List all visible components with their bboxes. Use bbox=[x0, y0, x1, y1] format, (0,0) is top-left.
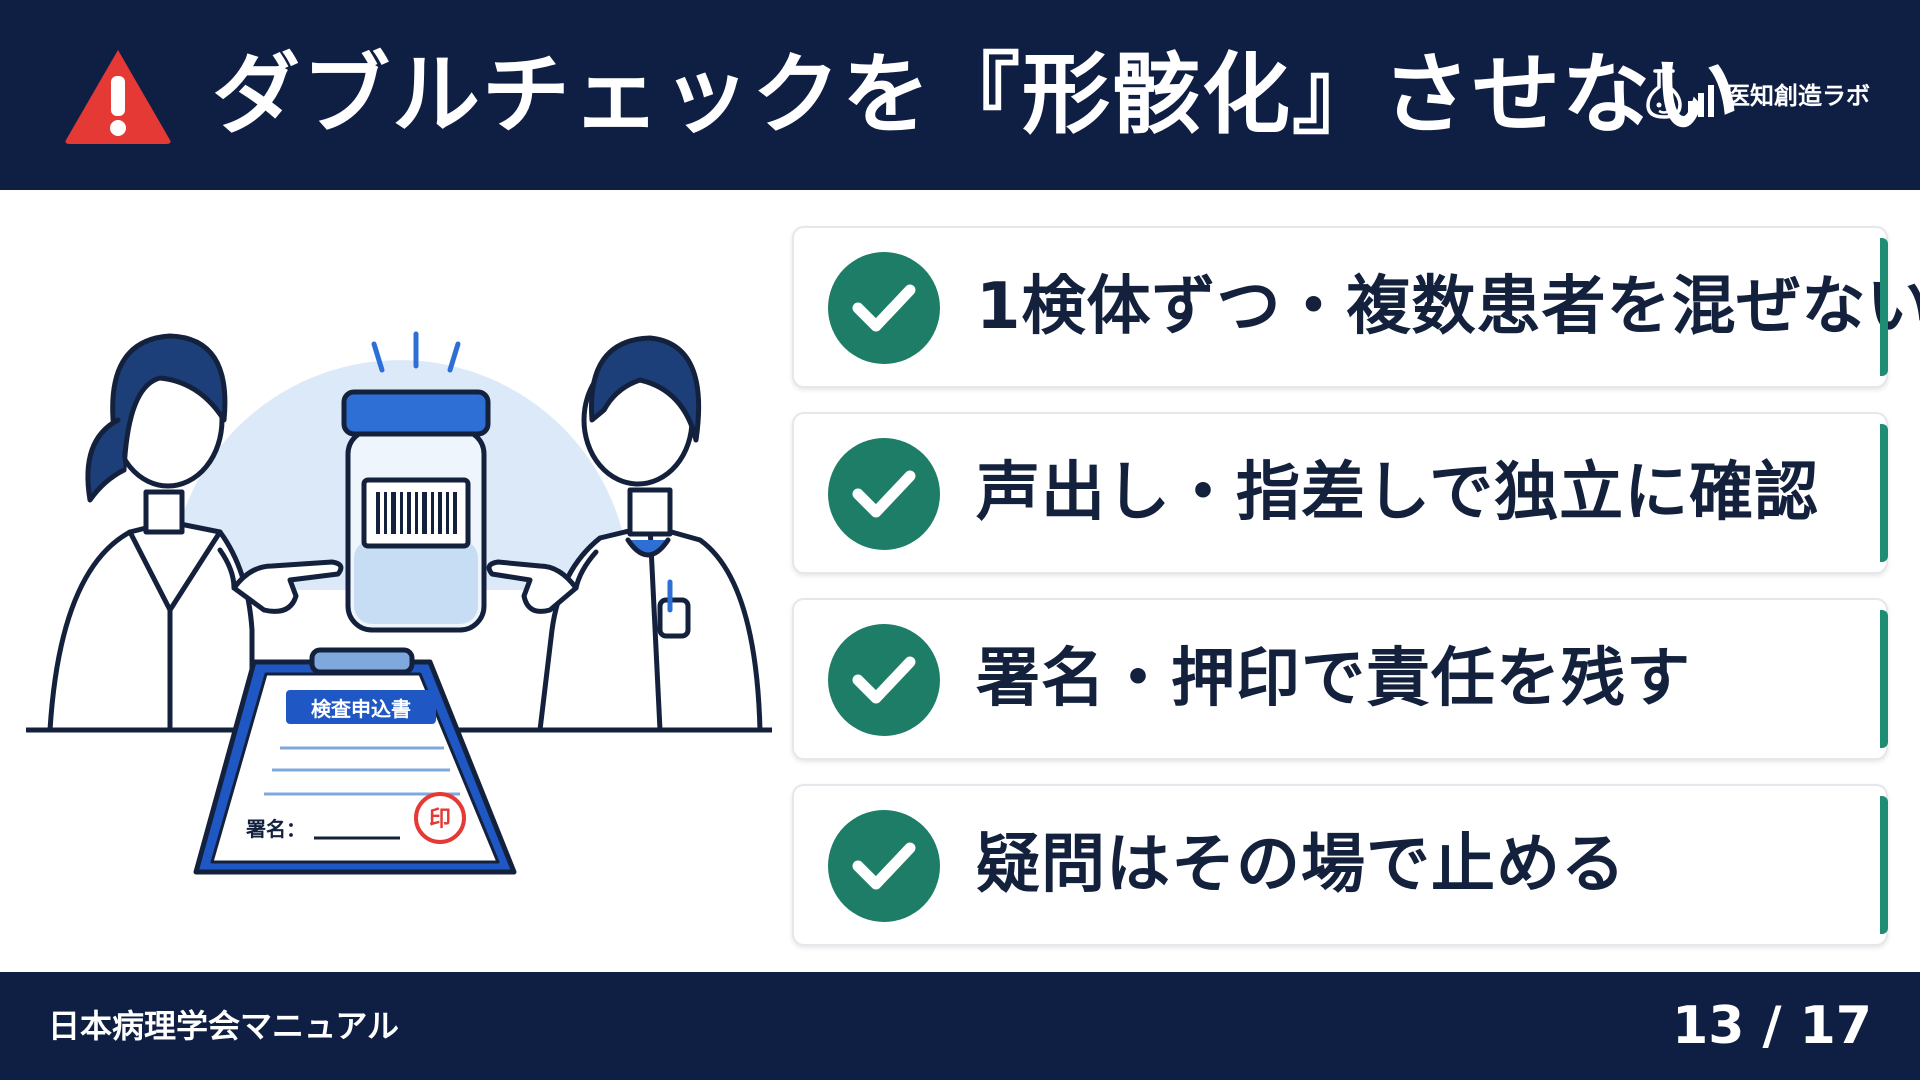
checklist-item: 署名・押印で責任を残す bbox=[792, 598, 1888, 760]
checklist: 1検体ずつ・複数患者を混ぜない 声出し・指差しで独立に確認 署名・押印で責任を残… bbox=[792, 226, 1920, 970]
page-title: ダブルチェックを『形骸化』させない bbox=[212, 43, 1743, 146]
checklist-item-label: 声出し・指差しで独立に確認 bbox=[976, 456, 1820, 530]
source-label: 日本病理学会マニュアル bbox=[48, 1007, 400, 1045]
left-staff-figure bbox=[47, 333, 344, 733]
checklist-item-label: 疑問はその場で止める bbox=[976, 828, 1626, 902]
checklist-item: 声出し・指差しで独立に確認 bbox=[792, 412, 1888, 574]
checklist-item-label: 署名・押印で責任を残す bbox=[976, 642, 1691, 716]
right-staff-figure bbox=[486, 335, 763, 733]
checklist-item: 疑問はその場で止める bbox=[792, 784, 1888, 946]
flask-chart-icon bbox=[1646, 69, 1714, 119]
barcode bbox=[376, 492, 457, 534]
footer-bar: 日本病理学会マニュアル 13 / 17 bbox=[0, 972, 1920, 1080]
signature-label: 署名： bbox=[246, 817, 306, 841]
clipboard bbox=[193, 647, 517, 875]
check-icon bbox=[828, 624, 940, 736]
check-icon bbox=[828, 438, 940, 550]
form-title: 検査申込書 bbox=[311, 697, 411, 721]
stamp-mark: 印 bbox=[429, 807, 451, 832]
check-icon bbox=[828, 252, 940, 364]
double-check-illustration: 検査申込書 署名： 印 bbox=[26, 331, 772, 875]
checklist-item: 1検体ずつ・複数患者を混ぜない bbox=[792, 226, 1920, 388]
brand-logo: 医知創造ラボ bbox=[1644, 48, 1870, 138]
header-bar: ダブルチェックを『形骸化』させない 医知創造ラボ bbox=[0, 0, 1920, 190]
page-number: 13 / 17 bbox=[1672, 996, 1872, 1056]
logo-text: 医知創造ラボ bbox=[1726, 81, 1870, 110]
check-icon bbox=[828, 810, 940, 922]
checklist-item-label: 1検体ずつ・複数患者を混ぜない bbox=[976, 270, 1920, 344]
warning-icon bbox=[65, 50, 171, 144]
